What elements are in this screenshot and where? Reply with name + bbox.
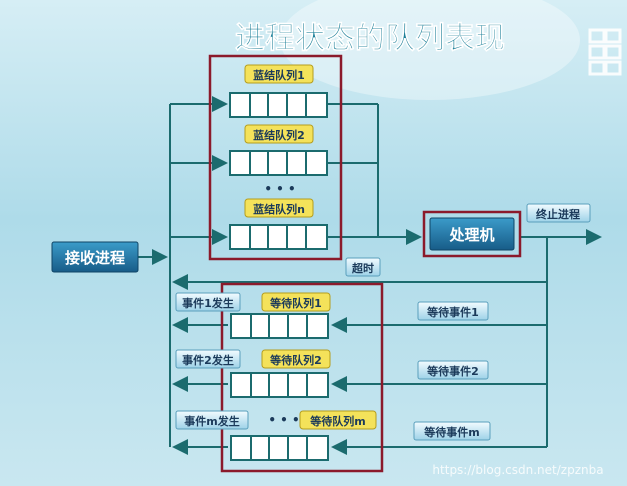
svg-text:处理机: 处理机	[448, 226, 494, 244]
ready-queue-2: 蓝结队列2	[229, 124, 328, 176]
ready-queue-n: 蓝结队列n	[229, 198, 328, 250]
wait-queue-1-label: 等待队列1	[261, 292, 331, 312]
ready-queue-1-label: 蓝结队列1	[244, 64, 314, 84]
wait-queue-1: 事件1发生 等待队列1 等待事件1	[175, 292, 489, 339]
wait-queue-ellipsis: • • •	[268, 413, 299, 427]
svg-text:等待队列2: 等待队列2	[269, 353, 322, 367]
wait-event-m-label: 等待事件m	[413, 421, 491, 441]
ready-queue-2-slots	[229, 150, 328, 176]
svg-text:蓝结队列1: 蓝结队列1	[253, 68, 305, 82]
ready-queue-ellipsis: • • •	[264, 182, 295, 196]
svg-text:等待事件1: 等待事件1	[426, 305, 479, 319]
wait-queue-2: 事件2发生 等待队列2 等待事件2	[175, 349, 489, 398]
page-title: 进程状态的队列表现	[235, 21, 505, 56]
event-m-label: 事件m发生	[175, 410, 249, 430]
timeout-label: 超时	[345, 257, 381, 277]
wait-event-2-label: 等待事件2	[417, 360, 489, 380]
connections	[138, 96, 602, 455]
wait-queues-frame	[220, 282, 384, 473]
receive-process-box: 接收进程	[51, 241, 139, 273]
ready-queue-n-label: 蓝结队列n	[244, 198, 314, 218]
watermark: https://blog.csdn.net/zpznba	[432, 463, 603, 477]
background-glow	[280, 0, 580, 100]
svg-text:等待事件m: 等待事件m	[423, 425, 479, 439]
wait-queue-2-label: 等待队列2	[261, 349, 331, 369]
processor-box: 处理机	[422, 210, 522, 258]
svg-text:终止进程: 终止进程	[536, 207, 580, 221]
wait-queue-m: 事件m发生 • • • 等待队列m 等待事件m	[175, 410, 491, 461]
terminate-process-label: 终止进程	[526, 203, 591, 223]
ready-queue-n-slots	[229, 224, 328, 250]
ready-queue-1-slots	[229, 92, 328, 118]
wait-queue-1-slots	[230, 313, 329, 339]
svg-text:等待事件2: 等待事件2	[426, 364, 479, 378]
wait-queue-m-label: 等待队列m	[299, 410, 377, 430]
svg-text:接收进程: 接收进程	[65, 249, 125, 267]
svg-text:等待队列m: 等待队列m	[309, 414, 365, 428]
wait-queue-m-slots	[230, 435, 329, 461]
ready-queues-frame	[208, 54, 343, 261]
svg-text:蓝结队列2: 蓝结队列2	[253, 128, 305, 142]
svg-text:事件2发生: 事件2发生	[182, 353, 234, 367]
event-1-label: 事件1发生	[175, 292, 241, 312]
svg-text:事件m发生: 事件m发生	[184, 414, 239, 428]
wait-event-1-label: 等待事件1	[417, 301, 489, 321]
event-2-label: 事件2发生	[175, 349, 241, 369]
wait-queue-2-slots	[230, 372, 329, 398]
svg-text:事件1发生: 事件1发生	[182, 296, 234, 310]
ready-queue-1: 蓝结队列1	[229, 64, 328, 118]
svg-text:超时: 超时	[351, 261, 374, 275]
svg-text:等待队列1: 等待队列1	[269, 296, 322, 310]
book-logo-icon	[588, 28, 622, 76]
ready-queue-2-label: 蓝结队列2	[244, 124, 314, 144]
svg-text:蓝结队列n: 蓝结队列n	[253, 202, 305, 216]
